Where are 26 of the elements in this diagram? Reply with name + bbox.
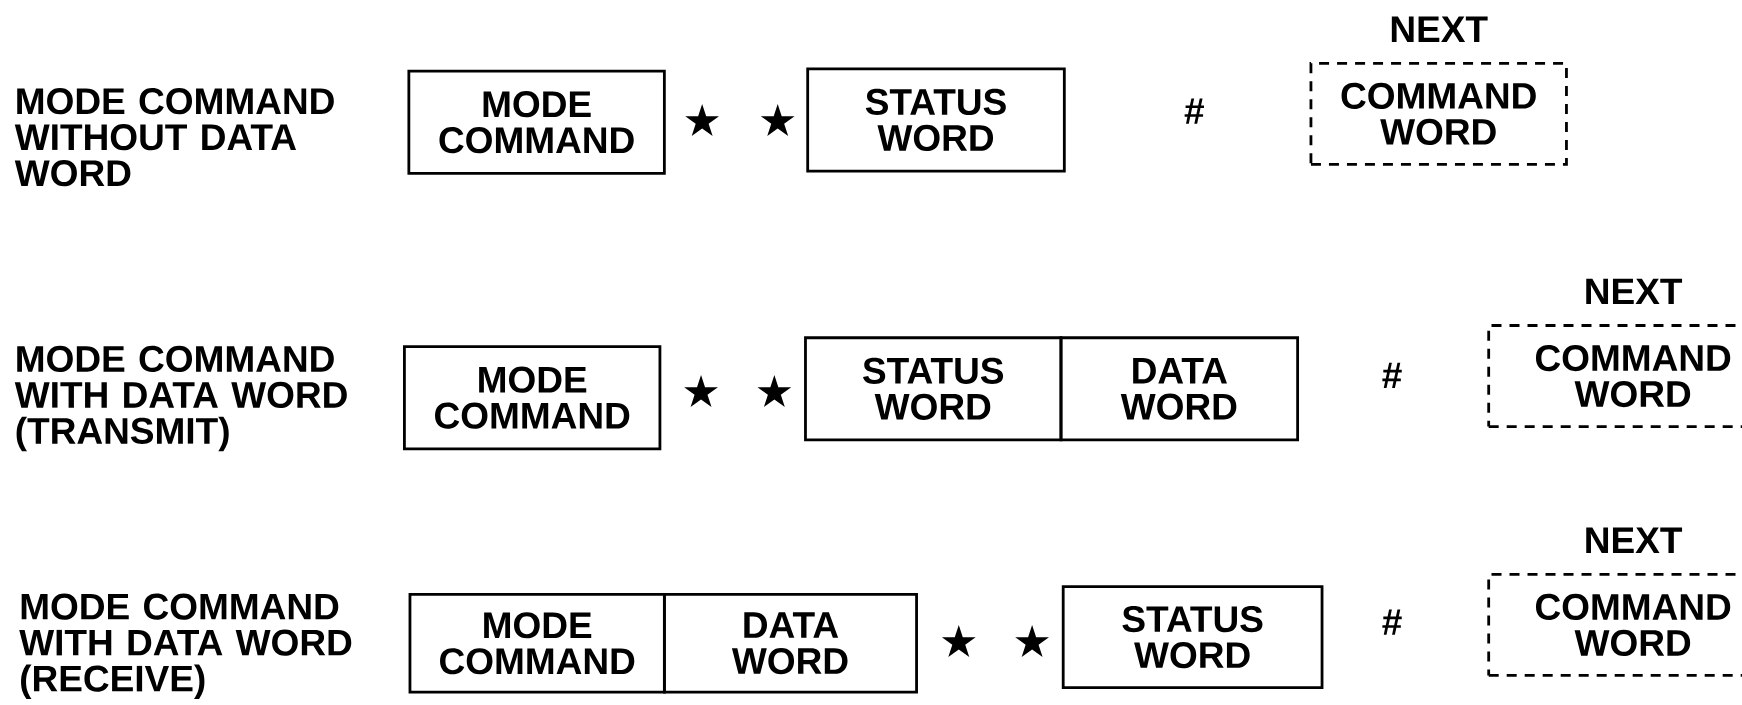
row-label: MODE COMMAND WITH DATA WORD (TRANSMIT) xyxy=(14,345,347,452)
word-box: STATUS WORD xyxy=(1061,584,1324,689)
star-symbol: ★ xyxy=(1015,624,1049,657)
box-heading: NEXT xyxy=(1586,278,1683,304)
hash-symbol: # xyxy=(1184,98,1204,124)
word-box: STATUS WORD xyxy=(804,336,1063,442)
word-box: DATA WORD xyxy=(1059,336,1299,442)
hash-symbol: # xyxy=(1382,609,1402,635)
star-symbol: ★ xyxy=(685,103,720,136)
dashed-box: COMMAND WORD xyxy=(1309,61,1568,166)
star-symbol: ★ xyxy=(684,374,718,407)
box-heading: NEXT xyxy=(1391,16,1488,42)
star-symbol: ★ xyxy=(760,103,795,136)
word-box: STATUS WORD xyxy=(806,67,1066,173)
hash-symbol: # xyxy=(1382,362,1402,388)
row-label: MODE COMMAND WITHOUT DATA WORD xyxy=(14,87,334,187)
word-box: MODE COMMAND xyxy=(403,345,662,450)
box-heading: NEXT xyxy=(1586,527,1683,553)
dashed-box: COMMAND WORD xyxy=(1487,572,1742,677)
dashed-box: COMMAND WORD xyxy=(1487,323,1742,428)
star-symbol: ★ xyxy=(941,624,976,657)
word-box: MODE COMMAND xyxy=(408,592,666,694)
word-box: DATA WORD xyxy=(662,592,918,694)
row-label: MODE COMMAND WITH DATA WORD (RECEIVE) xyxy=(19,593,352,699)
star-symbol: ★ xyxy=(757,374,792,407)
word-box: MODE COMMAND xyxy=(407,69,666,175)
